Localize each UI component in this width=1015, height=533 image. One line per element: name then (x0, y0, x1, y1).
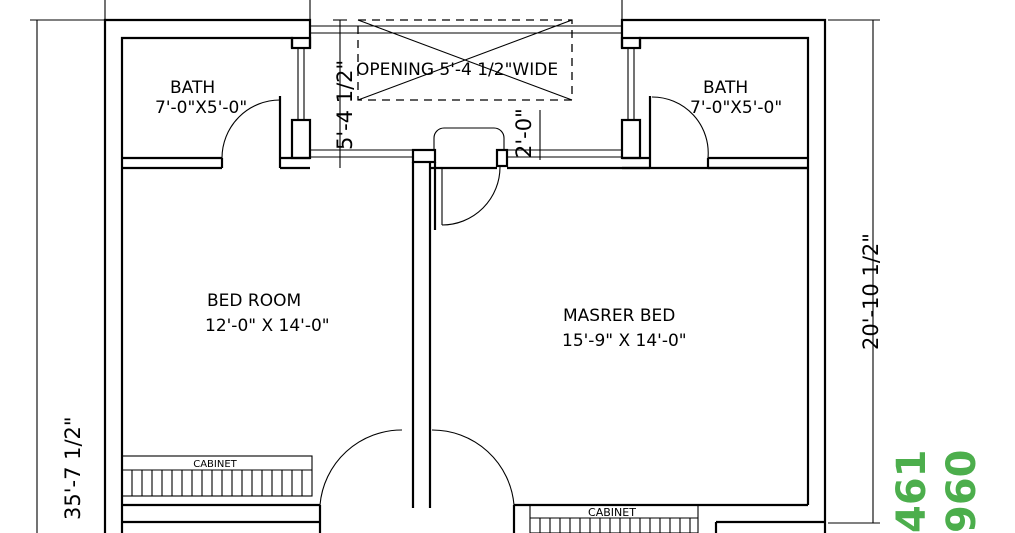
bath-right-size: 7'-0"X5'-0" (690, 98, 782, 118)
opening-label: OPENING 5'-4 1/2"WIDE (356, 60, 558, 80)
watermark-line2: 960 (939, 450, 985, 533)
bath-left-size: 7'-0"X5'-0" (155, 98, 247, 118)
overall-height-dim: 35'-7 1/2" (61, 416, 85, 520)
bedroom-walls (120, 148, 825, 533)
bath-right-name: BATH (703, 78, 748, 98)
outer-walls (103, 18, 827, 533)
cabinet-right: CABINET (529, 504, 699, 533)
bed-room-size: 12'-0" X 14'-0" (205, 316, 330, 336)
passage-dim: 2'-0" (512, 108, 536, 158)
bath-left-walls (120, 36, 312, 170)
cabinet-right-label: CABINET (588, 506, 636, 519)
right-height-dim: 20'-10 1/2" (859, 233, 883, 350)
master-bed-size: 15'-9" X 14'-0" (562, 331, 687, 351)
master-bed-name: MASRER BED (563, 306, 675, 326)
bed-room-name: BED ROOM (207, 291, 301, 311)
opening-depth-dim: 5'-4 1/2" (333, 60, 357, 150)
opening-area (310, 19, 622, 158)
bath-left-name: BATH (170, 78, 215, 98)
cabinet-left-label: CABINET (193, 459, 237, 470)
cabinet-left: CABINET (121, 455, 313, 497)
watermark-line1: 461 (889, 450, 935, 533)
